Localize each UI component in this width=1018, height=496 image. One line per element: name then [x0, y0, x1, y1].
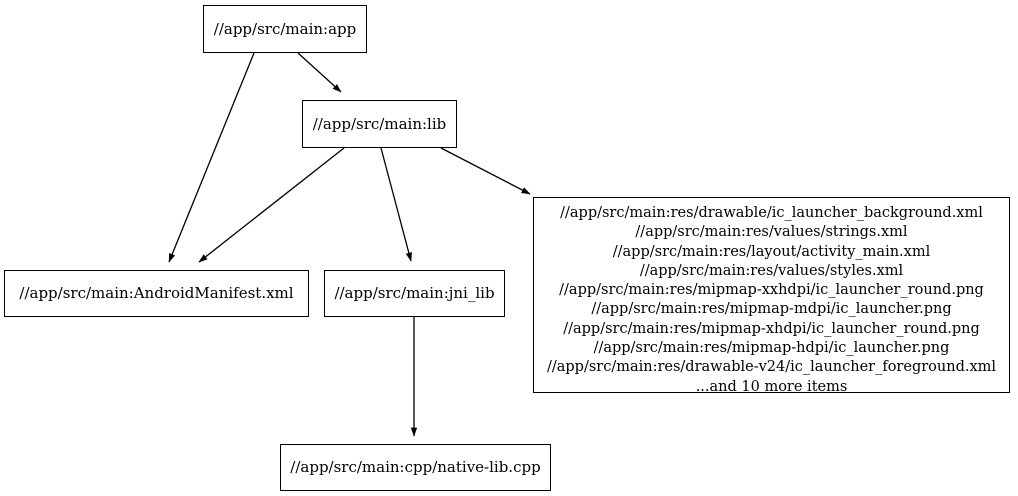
graph-node-android-manifest[interactable]: //app/src/main:AndroidManifest.xml: [4, 270, 309, 317]
graph-node-app[interactable]: //app/src/main:app: [203, 5, 367, 53]
graph-node-lib-label: //app/src/main:lib: [312, 114, 447, 133]
graph-node-android-manifest-label: //app/src/main:AndroidManifest.xml: [19, 284, 294, 302]
graph-node-res-group-line: //app/src/main:res/drawable/ic_launcher_…: [560, 205, 983, 221]
graph-node-res-group-line: //app/src/main:res/mipmap-xhdpi/ic_launc…: [563, 320, 980, 337]
graph-node-res-group-line: //app/src/main:res/values/styles.xml: [639, 262, 904, 279]
graph-node-res-group-line: //app/src/main:res/values/strings.xml: [635, 224, 908, 241]
edge-app-to-lib: [297, 52, 342, 93]
edge-lib-to-manifest: [198, 147, 345, 263]
graph-node-res-group[interactable]: //app/src/main:res/drawable/ic_launcher_…: [533, 197, 1010, 395]
graph-node-res-group-line: //app/src/main:res/mipmap-hdpi/ic_launch…: [593, 340, 950, 357]
graph-node-native-lib-cpp[interactable]: //app/src/main:cpp/native-lib.cpp: [280, 444, 551, 491]
graph-node-res-group-line: //app/src/main:res/drawable-v24/ic_launc…: [546, 359, 997, 376]
edge-lib-to-res-group: [440, 147, 531, 195]
edge-lib-to-jni-lib: [380, 147, 412, 262]
graph-node-lib[interactable]: //app/src/main:lib: [302, 100, 457, 148]
graph-node-res-group-line: //app/src/main:res/mipmap-mdpi/ic_launch…: [591, 301, 952, 318]
edge-app-to-manifest: [168, 52, 255, 263]
graph-node-jni-lib-label: //app/src/main:jni_lib: [334, 284, 495, 302]
graph-node-jni-lib[interactable]: //app/src/main:jni_lib: [324, 270, 505, 317]
graph-node-res-group-line: //app/src/main:res/mipmap-xxhdpi/ic_laun…: [559, 282, 984, 299]
graph-node-native-lib-cpp-label: //app/src/main:cpp/native-lib.cpp: [290, 458, 541, 476]
graph-node-res-group-more-items: ...and 10 more items: [695, 378, 848, 395]
graph-node-app-label: //app/src/main:app: [213, 19, 357, 38]
graph-node-res-group-line: //app/src/main:res/layout/activity_main.…: [612, 243, 931, 260]
